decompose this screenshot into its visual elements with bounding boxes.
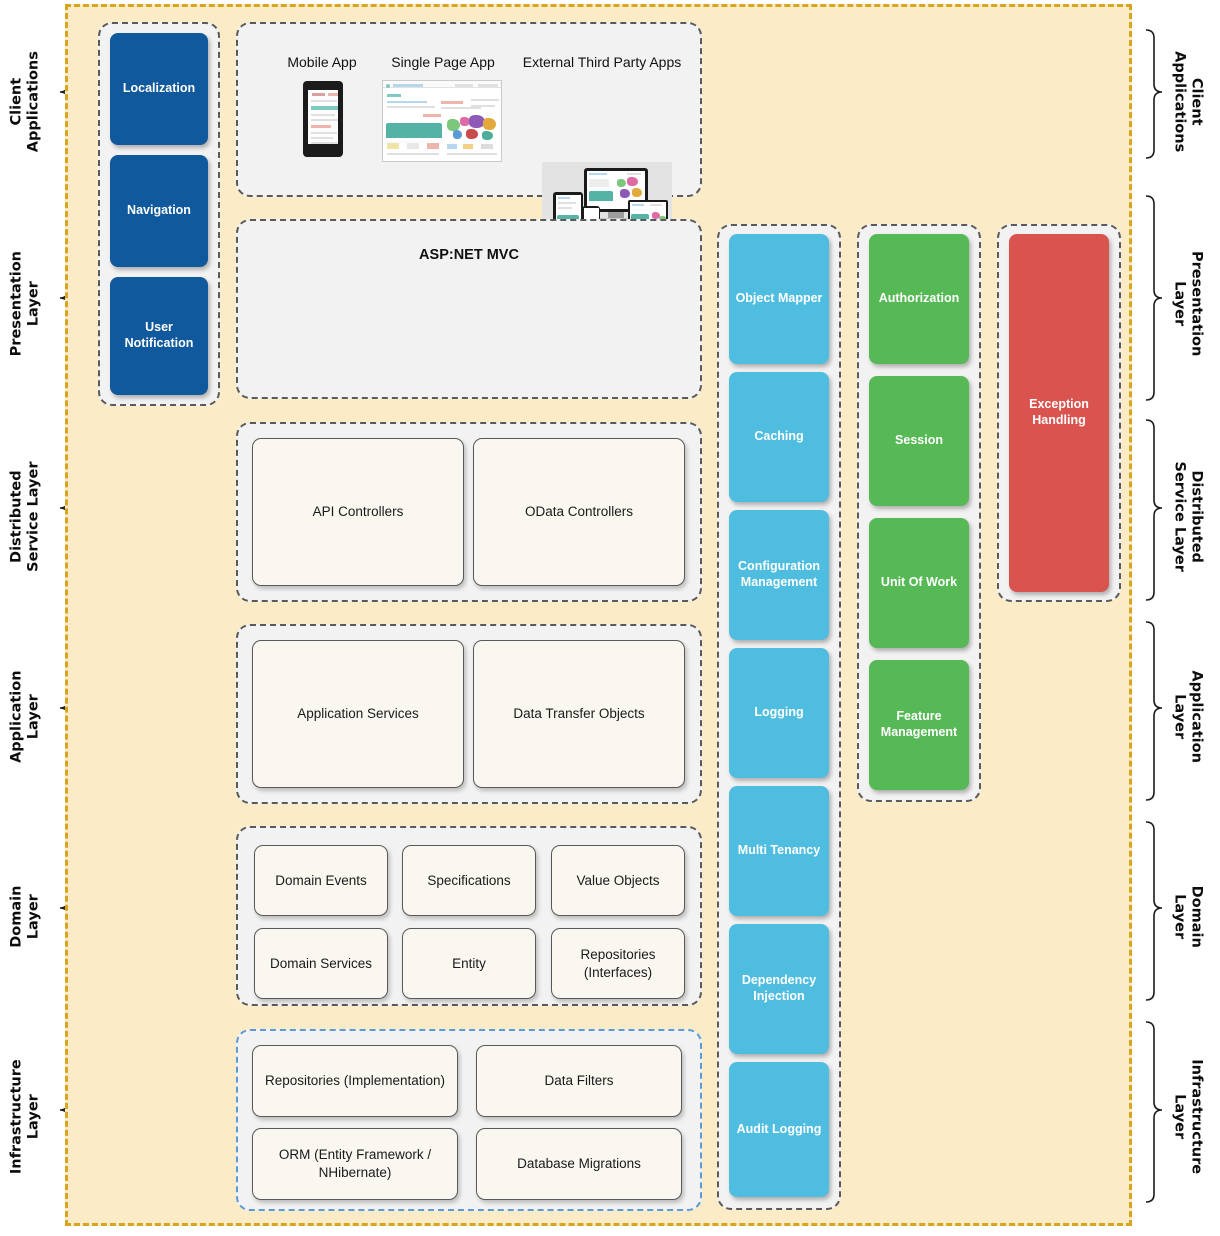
box-repositories-interfaces[interactable]: Repositories (Interfaces)	[551, 928, 685, 999]
right-label-presentation-layer: Presentation Layer	[1172, 251, 1205, 357]
left-label-distributed-service-layer: Distributed Service Layer	[8, 461, 41, 572]
caption-single-page-app: Single Page App	[391, 54, 495, 70]
box-domain-events[interactable]: Domain Events	[254, 845, 388, 916]
right-label-client-applications: Client Applications	[1172, 51, 1205, 153]
left-label-client-applications: Client Applications	[8, 51, 41, 153]
tile-user-notification[interactable]: User Notification	[110, 277, 208, 395]
box-application-services[interactable]: Application Services	[252, 640, 464, 788]
box-value-objects[interactable]: Value Objects	[551, 845, 685, 916]
tile-localization[interactable]: Localization	[110, 33, 208, 145]
left-label-infrastructure-layer: Infrastructure Layer	[8, 1059, 41, 1175]
tile-unit-of-work[interactable]: Unit Of Work	[869, 518, 969, 648]
tile-audit-logging[interactable]: Audit Logging	[729, 1062, 829, 1197]
left-label-presentation-layer: Presentation Layer	[8, 251, 41, 357]
tile-multi-tenancy[interactable]: Multi Tenancy	[729, 786, 829, 916]
box-data-filters[interactable]: Data Filters	[476, 1045, 682, 1117]
box-domain-services[interactable]: Domain Services	[254, 928, 388, 999]
box-data-transfer-objects[interactable]: Data Transfer Objects	[473, 640, 685, 788]
box-odata-controllers[interactable]: OData Controllers	[473, 438, 685, 586]
tile-caching[interactable]: Caching	[729, 372, 829, 502]
right-label-distributed-service-layer: Distributed Service Layer	[1172, 461, 1205, 572]
tile-logging[interactable]: Logging	[729, 648, 829, 778]
right-label-infrastructure-layer: Infrastructure Layer	[1172, 1059, 1205, 1175]
right-label-application-layer: Application Layer	[1172, 670, 1205, 763]
right-label-domain-layer: Domain Layer	[1172, 885, 1205, 948]
tile-dependency-injection[interactable]: Dependency Injection	[729, 924, 829, 1054]
caption-mobile-app: Mobile App	[287, 54, 357, 70]
left-label-application-layer: Application Layer	[8, 670, 41, 763]
presentation-layer-group	[236, 219, 702, 399]
tile-object-mapper[interactable]: Object Mapper	[729, 234, 829, 364]
tile-feature-management[interactable]: Feature Management	[869, 660, 969, 790]
tile-exception-handling[interactable]: Exception Handling	[1009, 234, 1109, 592]
box-api-controllers[interactable]: API Controllers	[252, 438, 464, 586]
box-orm[interactable]: ORM (Entity Framework / NHibernate)	[252, 1128, 458, 1200]
box-specifications[interactable]: Specifications	[402, 845, 536, 916]
right-braces	[1145, 29, 1163, 1203]
left-label-domain-layer: Domain Layer	[8, 885, 41, 948]
tile-navigation[interactable]: Navigation	[110, 155, 208, 267]
phone-mock-icon	[303, 81, 343, 157]
tile-session[interactable]: Session	[869, 376, 969, 506]
caption-external-third-party-apps: External Third Party Apps	[522, 54, 682, 70]
tile-configuration-management[interactable]: Configuration Management	[729, 510, 829, 640]
aspnet-mvc-title: ASP:NET MVC	[419, 247, 519, 263]
box-entity[interactable]: Entity	[402, 928, 536, 999]
dashboard-mock-icon-spa	[382, 80, 502, 162]
box-repositories-implementation[interactable]: Repositories (Implementation)	[252, 1045, 458, 1117]
box-database-migrations[interactable]: Database Migrations	[476, 1128, 682, 1200]
tile-authorization[interactable]: Authorization	[869, 234, 969, 364]
